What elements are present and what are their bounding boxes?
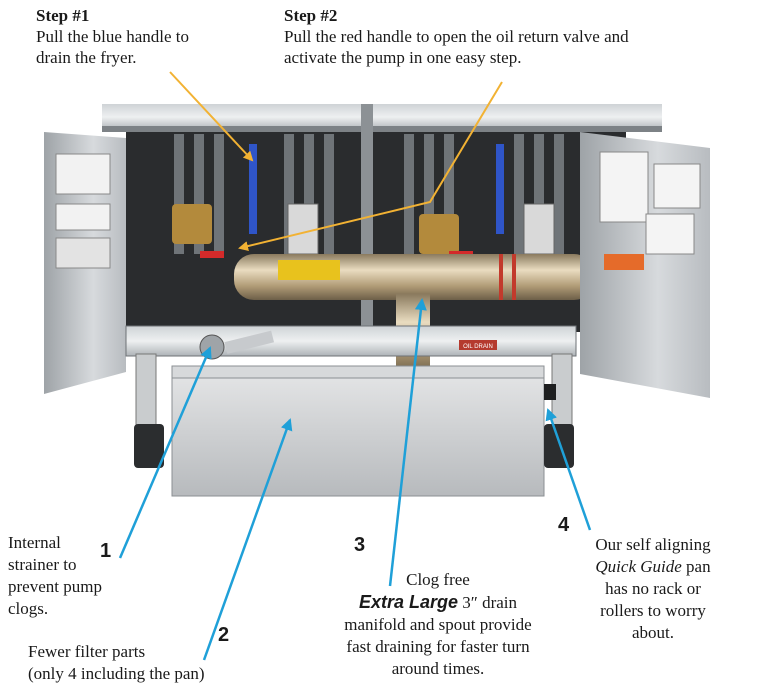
- callout-4-number: 4: [558, 514, 570, 536]
- callout-4-line4: rollers to worry: [600, 601, 706, 620]
- callout-3-line4: fast draining for faster turn: [346, 637, 530, 656]
- warning-label: [278, 260, 340, 280]
- callout-2-number: 2: [218, 624, 230, 646]
- callout-2-line1: Fewer filter parts: [28, 642, 146, 661]
- callout-3-text: Clog free Extra Large 3″ drain manifold …: [318, 569, 558, 680]
- step1-line2: drain the fryer.: [36, 48, 137, 67]
- callout-3-number: 3: [354, 534, 366, 556]
- burner-tubes-left: [174, 134, 334, 254]
- burner-tubes-right: [404, 134, 564, 254]
- callout-3-line2-rest: 3″ drain: [458, 593, 518, 612]
- step1-line1: Pull the blue handle to: [36, 27, 189, 46]
- step2-arrow: [238, 81, 503, 251]
- arrow-3: [388, 298, 427, 587]
- callout-4-italic: Quick Guide: [595, 557, 682, 576]
- blue-drain-handle: [249, 144, 257, 234]
- callout-1-line3: prevent pump: [8, 577, 102, 596]
- callout-3-line5: around times.: [391, 659, 485, 678]
- cabinet-top: [102, 104, 662, 130]
- callout-4-line2: Quick Guide pan: [566, 556, 740, 578]
- callout-2-text: Fewer filter parts (only 4 including the…: [28, 641, 205, 685]
- oil-drain-tag: [459, 340, 497, 350]
- step1-block: Step #1 Pull the blue handle to drain th…: [36, 6, 189, 68]
- oil-drain-tag-text: OIL DRAIN: [463, 344, 493, 350]
- step2-title: Step #2: [284, 6, 338, 25]
- gas-valve-right: [419, 214, 459, 254]
- callout-3-line1: Clog free: [406, 570, 470, 589]
- step2-line1: Pull the red handle to open the oil retu…: [284, 27, 629, 46]
- callout-1-line1: Internal: [8, 533, 61, 552]
- step1-title: Step #1: [36, 6, 90, 25]
- callout-4-line3: has no rack or: [605, 579, 701, 598]
- callout-3-line3: manifold and spout provide: [344, 615, 532, 634]
- step2-block: Step #2 Pull the red handle to open the …: [284, 6, 629, 68]
- callout-3-emphasis: Extra Large: [358, 592, 459, 612]
- step2-line2: activate the pump in one easy step.: [284, 48, 522, 67]
- arrow-1: [118, 346, 212, 559]
- callout-3-line2: Extra Large 3″ drain: [318, 591, 558, 614]
- arrow-4: [545, 408, 592, 531]
- left-caster: [134, 424, 164, 468]
- step1-arrow: [169, 71, 254, 162]
- arrow-2: [202, 418, 293, 661]
- callout-1-text: Internal strainer to prevent pump clogs.: [8, 532, 102, 620]
- fryer-photo: OIL DRAIN: [44, 104, 710, 497]
- red-return-handle: [200, 251, 224, 258]
- callout-1-number: 1: [100, 540, 112, 562]
- callout-4-text: Our self aligning Quick Guide pan has no…: [566, 534, 740, 644]
- callout-4-line1: Our self aligning: [595, 535, 711, 554]
- callout-1-line2: strainer to: [8, 555, 77, 574]
- callout-4-line2-rest: pan: [681, 557, 711, 576]
- callout-2-line2: (only 4 including the pan): [28, 664, 205, 683]
- right-caster: [544, 424, 574, 468]
- filter-pan: [171, 365, 545, 497]
- callout-4-line5: about.: [631, 623, 675, 642]
- callout-1-line4: clogs.: [8, 599, 49, 618]
- gas-valve-left: [172, 204, 212, 244]
